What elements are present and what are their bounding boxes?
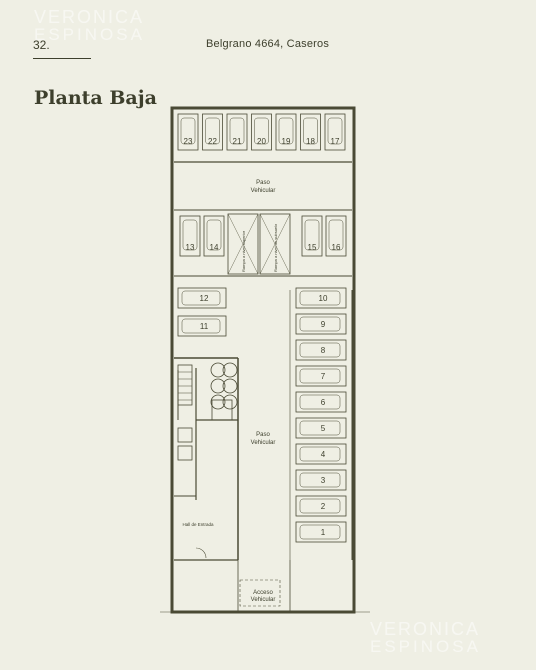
ramp-up: [227, 213, 259, 275]
slot-number: 23: [184, 137, 193, 146]
watermark-line2: ESPINOSA: [34, 25, 145, 44]
parking-slot: 19: [275, 113, 297, 151]
parking-slot: 8: [295, 339, 347, 361]
slot-number: 12: [200, 294, 209, 303]
elevator: [177, 427, 193, 443]
slot-number: 13: [186, 243, 195, 252]
parking-slot: 1: [295, 521, 347, 543]
address: Belgrano 4664, Caseros: [206, 38, 330, 50]
watermark-bottom-line2: ESPINOSA: [370, 637, 481, 656]
parking-slot: 20: [251, 113, 272, 151]
parking-slot: 17: [324, 113, 346, 151]
parking-slot: 11: [177, 315, 227, 337]
slot-number: 11: [200, 322, 209, 331]
slot-number: 4: [321, 450, 326, 459]
parking-slot: 15: [301, 215, 323, 257]
page-number: 32.: [33, 38, 50, 52]
parking-slot: 14: [203, 215, 225, 257]
slot-number: 1: [321, 528, 326, 537]
watermark-bottom-line1: VERONICA: [370, 619, 481, 639]
parking-slot: 22: [202, 113, 223, 151]
tank-circle: [210, 394, 226, 410]
slot-number: 15: [308, 243, 317, 252]
elevator: [177, 445, 193, 461]
slot-number: 16: [332, 243, 341, 252]
tank-circle: [222, 378, 238, 394]
parking-slot: 13: [179, 215, 201, 257]
slot-number: 22: [208, 137, 217, 146]
parking-slot: 16: [325, 215, 347, 257]
parking-slot: 10: [295, 287, 347, 309]
ramp-up-label: Rampa a nivel superior: [241, 230, 246, 272]
slot-number: 3: [321, 476, 326, 485]
lower-passage-label-2: Vehicular: [251, 440, 276, 446]
parking-slot: 7: [295, 365, 347, 387]
parking-slot: 18: [300, 113, 321, 151]
access-label-2: Vehicular: [251, 597, 276, 603]
parking-slot: 2: [295, 495, 347, 517]
watermark-logo-bottom: VERONICA ESPINOSA: [370, 620, 481, 656]
stair: [177, 364, 193, 406]
parking-slot: 12: [177, 287, 227, 309]
parking-slot: 3: [295, 469, 347, 491]
parking-slot: 23: [177, 113, 199, 151]
slot-number: 17: [331, 137, 340, 146]
parking-slot: 5: [295, 417, 347, 439]
slot-number: 2: [321, 502, 326, 511]
slot-number: 8: [321, 346, 326, 355]
tank-circle: [210, 378, 226, 394]
header-divider: [33, 58, 91, 59]
hall-label: Hall de Entrada: [182, 522, 214, 527]
upper-passage-label-2: Vehicular: [251, 188, 276, 194]
parking-slot: 4: [295, 443, 347, 465]
lower-passage-label-1: Paso: [256, 432, 270, 438]
slot-number: 7: [321, 372, 326, 381]
slot-number: 18: [306, 137, 315, 146]
slot-number: 20: [257, 137, 266, 146]
tank-circle: [222, 362, 238, 378]
slot-number: 14: [210, 243, 219, 252]
tank-circle: [210, 362, 226, 378]
watermark-line1: VERONICA: [34, 7, 145, 27]
page-title: Planta Baja: [34, 87, 157, 109]
ramp-down-label: Rampa a nivel de subsuelo: [273, 223, 278, 272]
slot-number: 21: [233, 137, 242, 146]
upper-passage-label-1: Paso: [256, 180, 270, 186]
ramp-down: [259, 213, 291, 275]
access-label-1: Acceso: [253, 590, 273, 596]
slot-number: 6: [321, 398, 326, 407]
parking-slot: 6: [295, 391, 347, 413]
slot-number: 10: [319, 294, 328, 303]
access-gate: [239, 579, 281, 607]
watermark-logo: VERONICA ESPINOSA: [32, 8, 145, 44]
parking-slot: 9: [295, 313, 347, 335]
tank-circle: [222, 394, 238, 410]
slot-number: 19: [282, 137, 291, 146]
parking-slot: 21: [226, 113, 248, 151]
slot-number: 5: [321, 424, 326, 433]
slot-number: 9: [321, 320, 326, 329]
